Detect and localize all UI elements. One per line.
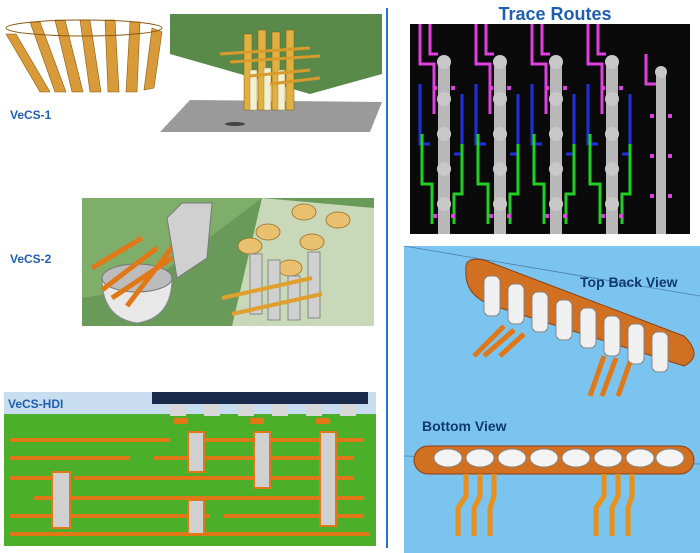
vecs2-render bbox=[82, 198, 374, 326]
vecs1-label: VeCS-1 bbox=[10, 108, 52, 122]
top-back-view-label: Top Back View bbox=[580, 274, 678, 290]
page-title: Trace Routes bbox=[498, 4, 612, 24]
panel-divider bbox=[386, 8, 388, 548]
vecshdi-label: VeCS-HDI bbox=[8, 397, 64, 411]
trace-routes-render bbox=[410, 24, 690, 234]
vecs1-cylinder-render bbox=[0, 14, 170, 100]
vecs1-pcb-render bbox=[160, 14, 382, 134]
views-render bbox=[404, 246, 700, 553]
bottom-view-label: Bottom View bbox=[422, 418, 507, 434]
vecs2-label: VeCS-2 bbox=[10, 252, 52, 266]
vecshdi-cross-section bbox=[4, 392, 376, 546]
